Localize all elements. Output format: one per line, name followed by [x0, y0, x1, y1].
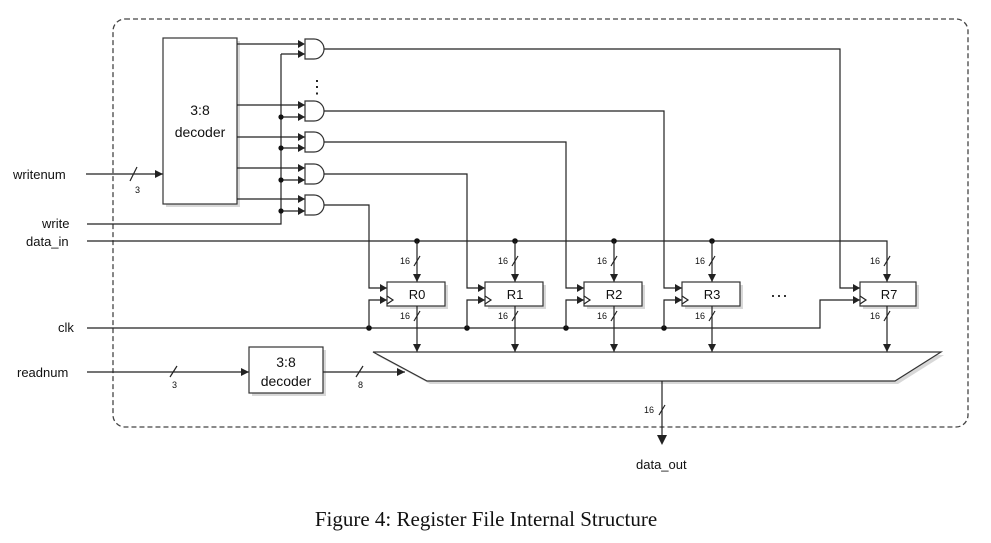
r0-out-width: 16 [400, 311, 410, 321]
data-out-label: data_out [636, 457, 687, 472]
register-r3: R3 [681, 281, 743, 309]
decoder-out-width: 8 [358, 380, 363, 390]
data-in-label: data_in [26, 234, 69, 249]
r0-in-width: 16 [400, 256, 410, 266]
r1-out-width: 16 [498, 311, 508, 321]
and-gate-0 [304, 194, 325, 216]
register-ellipsis: ··· [770, 285, 788, 305]
register-outputs [413, 306, 891, 352]
and-gate-7 [304, 38, 325, 60]
readnum-width: 3 [172, 380, 177, 390]
register-r1-label: R1 [507, 287, 524, 302]
read-decoder: 3:8 decoder [248, 346, 326, 396]
r2-out-width: 16 [597, 311, 607, 321]
r3-out-width: 16 [695, 311, 705, 321]
data-in-taps [413, 238, 891, 282]
register-r2-label: R2 [606, 287, 623, 302]
and-gate-3 [304, 100, 325, 122]
write-decoder-label-1: 3:8 [190, 102, 210, 118]
r7-out-width: 16 [870, 311, 880, 321]
r7-in-width: 16 [870, 256, 880, 266]
read-decoder-label-1: 3:8 [276, 354, 296, 370]
figure-caption: Figure 4: Register File Internal Structu… [315, 507, 657, 531]
r2-in-width: 16 [597, 256, 607, 266]
register-r2: R2 [583, 281, 645, 309]
register-r0: R0 [386, 281, 448, 309]
register-r7: R7 [859, 281, 919, 309]
clk-label: clk [58, 320, 74, 335]
read-multiplexer [372, 351, 944, 384]
write-label: write [41, 216, 69, 231]
register-r3-label: R3 [704, 287, 721, 302]
write-decoder: 3:8 decoder [162, 37, 240, 207]
readnum-label: readnum [17, 365, 68, 380]
register-r0-label: R0 [409, 287, 426, 302]
register-file-boundary [112, 18, 969, 428]
gate-ellipsis: ⋮ [308, 77, 326, 97]
read-decoder-label-2: decoder [261, 373, 312, 389]
writenum-width: 3 [135, 185, 140, 195]
writenum-label: writenum [12, 167, 66, 182]
write-decoder-label-2: decoder [175, 124, 226, 140]
and-gate-1 [304, 163, 325, 185]
clk-taps [366, 296, 682, 331]
data-out-width: 16 [644, 405, 654, 415]
r1-in-width: 16 [498, 256, 508, 266]
r3-in-width: 16 [695, 256, 705, 266]
and-gate-2 [304, 131, 325, 153]
register-r7-label: R7 [881, 287, 898, 302]
register-r1: R1 [484, 281, 546, 309]
